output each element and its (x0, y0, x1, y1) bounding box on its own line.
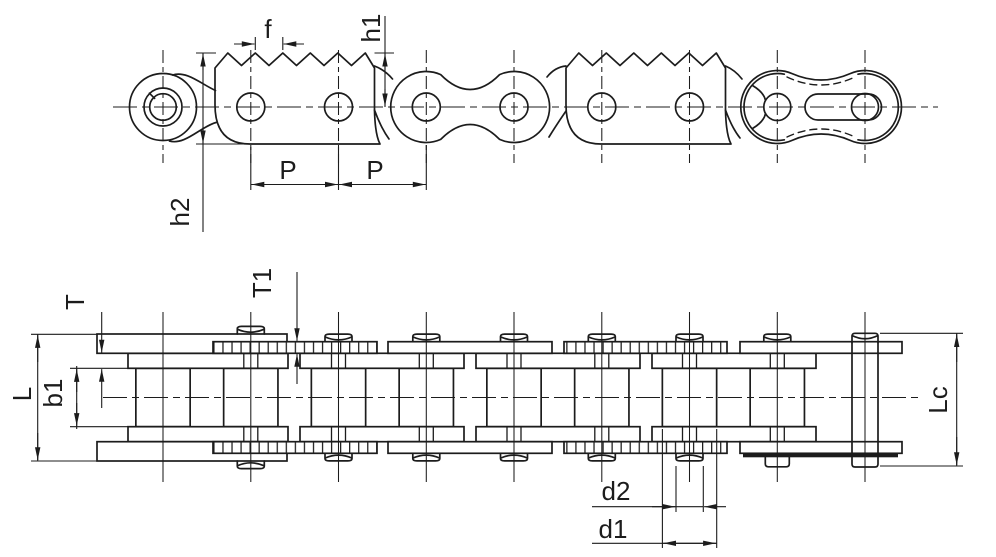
dimension-b1 (70, 366, 129, 429)
dimension-L (31, 333, 98, 462)
pin-centerlines-side (162, 50, 866, 163)
label-d1: d1 (599, 514, 628, 544)
dimension-h2 (196, 52, 252, 232)
hidden-waist-bottom (786, 128, 856, 138)
side-view (113, 16, 938, 232)
label-T: T (60, 294, 90, 310)
dimension-pitch (250, 145, 427, 190)
bushing-notch (148, 92, 156, 100)
label-h1: h1 (356, 14, 386, 43)
sharp-plate-teeth (213, 341, 727, 454)
clip-hook-top (751, 84, 767, 102)
label-pitch-left: P (279, 155, 296, 185)
dimension-Lc (880, 332, 963, 467)
dimension-f (234, 37, 304, 50)
clip-hook-bottom (751, 112, 767, 130)
label-b1: b1 (38, 379, 68, 408)
label-f: f (264, 14, 272, 44)
label-T1: T1 (247, 268, 277, 298)
dimension-d2 (592, 466, 726, 512)
dimension-labels: f h1 h2 P P T T1 L b1 Lc d2 d1 (7, 14, 953, 544)
spring-clip-strip (743, 453, 898, 458)
inner-plate-bands (127, 352, 817, 443)
link-contour-curves (373, 65, 743, 140)
dimension-h1 (374, 16, 394, 107)
label-h2: h2 (165, 198, 195, 227)
label-pitch-right: P (366, 155, 383, 185)
dimension-d1 (592, 429, 718, 548)
hidden-waist-top (786, 76, 856, 86)
label-d2: d2 (602, 476, 631, 506)
pin-centerlines-plan (162, 312, 866, 482)
label-L: L (7, 387, 37, 401)
plan-view (31, 272, 963, 548)
label-Lc: Lc (923, 386, 953, 413)
